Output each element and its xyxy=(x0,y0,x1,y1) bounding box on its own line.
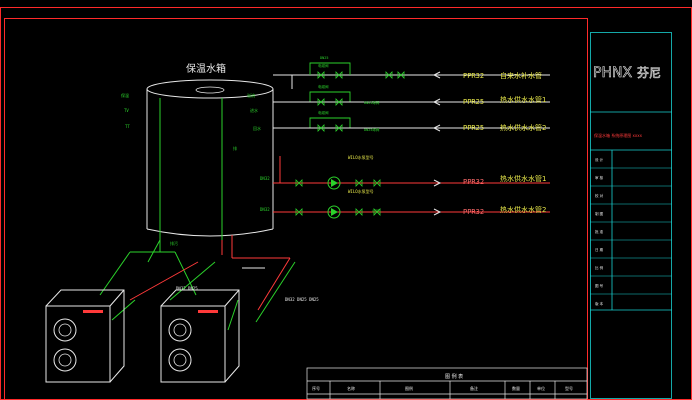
pipe-labels: PPR32 PPR25 PPR25 PPR32 PPR32 自来水补水管 热水供… xyxy=(463,71,546,216)
svg-text:版 本: 版 本 xyxy=(595,301,604,306)
pipe-lines xyxy=(99,62,550,331)
pipe-name-1: 自来水补水管 xyxy=(500,71,542,80)
svg-text:单位: 单位 xyxy=(537,385,545,391)
svg-text:排: 排 xyxy=(233,145,237,151)
svg-text:DN32: DN32 xyxy=(260,176,270,181)
title-block xyxy=(590,32,672,399)
svg-text:电磁阀: 电磁阀 xyxy=(318,84,329,89)
svg-text:TV: TV xyxy=(124,108,129,113)
tank-label: 保温水箱 xyxy=(186,62,226,75)
svg-text:DN32: DN32 xyxy=(260,207,270,212)
svg-text:回水: 回水 xyxy=(253,125,261,131)
svg-text:设 计: 设 计 xyxy=(595,157,604,162)
pipe-name-3: 热水供水水管2 xyxy=(500,123,546,132)
svg-text:制 图: 制 图 xyxy=(595,211,604,216)
svg-text:电磁阀: 电磁阀 xyxy=(318,110,329,115)
pipe-spec-1: PPR32 xyxy=(463,72,484,80)
svg-text:DN25球阀: DN25球阀 xyxy=(364,100,380,105)
pump-note-2: WILO水泵型号 xyxy=(348,188,374,194)
pipe-name-4: 热水供水水管1 xyxy=(500,174,546,183)
svg-text:审 核: 审 核 xyxy=(595,175,604,180)
branch-note-1: DN32 DN25 xyxy=(176,286,198,291)
svg-text:DN25: DN25 xyxy=(320,56,328,60)
circulation-pump-1[interactable] xyxy=(327,176,341,190)
svg-text:电磁阀: 电磁阀 xyxy=(318,63,329,68)
svg-text:止回: 止回 xyxy=(372,208,380,213)
svg-text:型号: 型号 xyxy=(565,385,573,391)
pipe-spec-5: PPR32 xyxy=(463,208,484,216)
svg-text:进水: 进水 xyxy=(250,107,258,113)
svg-text:溢流: 溢流 xyxy=(247,92,255,98)
title-block-fields: 设 计 审 核 校 对 制 图 批 准 日 期 比 例 图 号 版 本 xyxy=(595,157,604,306)
legend-table-title: 图 例 表 xyxy=(445,373,463,380)
svg-text:日 期: 日 期 xyxy=(595,247,604,252)
company-logo: PHNX xyxy=(593,65,632,81)
pipe-spec-2: PPR25 xyxy=(463,98,484,106)
drawing-frame xyxy=(0,7,692,400)
svg-text:保温: 保温 xyxy=(121,92,129,98)
svg-text:序号: 序号 xyxy=(312,385,320,391)
pipe-spec-4: PPR32 xyxy=(463,178,484,186)
svg-text:备注: 备注 xyxy=(470,385,478,391)
svg-text:名称: 名称 xyxy=(347,385,355,391)
svg-text:数量: 数量 xyxy=(512,385,520,391)
svg-text:批 准: 批 准 xyxy=(595,229,604,234)
heat-pump-unit-1[interactable] xyxy=(45,289,125,383)
svg-text:DN25球阀: DN25球阀 xyxy=(364,127,380,132)
heat-pump-unit-2[interactable] xyxy=(160,289,240,383)
storage-tank[interactable] xyxy=(146,79,274,263)
pipe-name-2: 热水供水水管1 xyxy=(500,95,546,104)
svg-text:图 号: 图 号 xyxy=(595,283,604,288)
svg-text:图例: 图例 xyxy=(405,385,413,391)
circulation-pump-2[interactable] xyxy=(327,205,341,219)
branch-note-2: DN32 DN25 DN25 xyxy=(285,297,319,302)
flow-arrows xyxy=(432,71,442,216)
legend-table xyxy=(306,367,588,400)
pump-note-1: WILO水泵型号 xyxy=(348,154,374,160)
svg-text:比 例: 比 例 xyxy=(595,265,604,270)
svg-text:校 对: 校 对 xyxy=(595,193,604,198)
svg-text:TT: TT xyxy=(125,124,130,129)
project-title-line: 保温水箱 系统原理图 xxxx xyxy=(594,132,643,138)
legend-table-headers: 序号 名称 图例 备注 数量 单位 型号 xyxy=(312,385,573,391)
tank-side-labels: 保温 溢流 TV 进水 TT 回水 排 DN32 DN32 排污 xyxy=(121,92,270,246)
company-logo-suffix: 芬尼 xyxy=(637,66,661,80)
title-block-rows xyxy=(590,167,672,295)
pipe-name-5: 热水供水水管2 xyxy=(500,205,546,214)
valves[interactable] xyxy=(295,71,405,216)
svg-text:排污: 排污 xyxy=(170,240,178,246)
pipe-spec-3: PPR25 xyxy=(463,124,484,132)
